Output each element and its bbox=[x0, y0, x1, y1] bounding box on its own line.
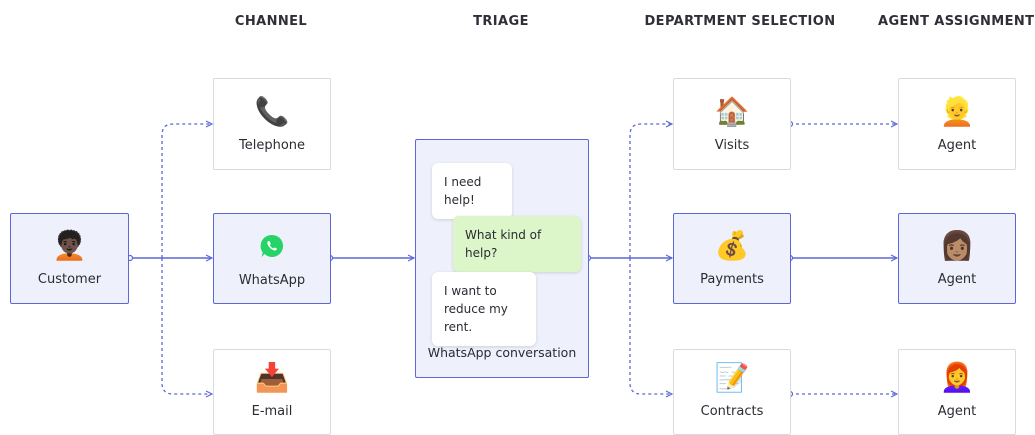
triage-conversation-node[interactable]: I need help! What kind of help? I want t… bbox=[415, 139, 589, 378]
column-header-channel: CHANNEL bbox=[234, 14, 308, 29]
channel-email-node[interactable]: 📥 E-mail bbox=[213, 349, 331, 435]
connector-customer-email bbox=[161, 258, 212, 394]
message-text: I want to reduce my rent. bbox=[444, 284, 508, 334]
whatsapp-icon bbox=[259, 229, 285, 263]
agent-label: Agent bbox=[937, 404, 977, 419]
email-icon: 📥 bbox=[254, 361, 290, 394]
house-icon: 🏠 bbox=[714, 94, 750, 128]
connector-customer-telephone bbox=[161, 124, 212, 258]
customer-label: Customer bbox=[37, 272, 102, 287]
column-header-triage: TRIAGE bbox=[473, 14, 529, 29]
telephone-icon: 📞 bbox=[254, 94, 290, 128]
department-payments-node[interactable]: 💰 Payments bbox=[673, 213, 791, 304]
department-visits-label: Visits bbox=[714, 137, 750, 153]
agent-label: Agent bbox=[937, 137, 977, 153]
channel-telephone-label: Telephone bbox=[238, 137, 306, 153]
column-header-agent: AGENT ASSIGNMENT bbox=[878, 14, 1035, 29]
column-header-department: DEPARTMENT SELECTION bbox=[644, 14, 836, 29]
channel-telephone-node[interactable]: 📞 Telephone bbox=[213, 78, 331, 170]
agent-node-middle[interactable]: 👩🏽 Agent bbox=[898, 213, 1016, 304]
channel-whatsapp-label: WhatsApp bbox=[238, 273, 306, 288]
channel-email-label: E-mail bbox=[251, 404, 293, 419]
contract-document-icon: 📝 bbox=[714, 361, 750, 394]
channel-whatsapp-node[interactable]: WhatsApp bbox=[213, 213, 331, 304]
customer-avatar-icon: 🧑🏿‍🦱 bbox=[52, 229, 87, 262]
message-bubble-customer: I need help! bbox=[432, 163, 512, 219]
agent-node-top[interactable]: 👱 Agent bbox=[898, 78, 1016, 170]
connector-triage-visits bbox=[629, 124, 672, 258]
message-bubble-customer: I want to reduce my rent. bbox=[432, 272, 536, 346]
customer-node[interactable]: 🧑🏿‍🦱 Customer bbox=[10, 213, 129, 304]
message-text: I need help! bbox=[444, 175, 482, 207]
money-bag-icon: 💰 bbox=[714, 229, 750, 262]
department-contracts-label: Contracts bbox=[700, 404, 764, 419]
message-bubble-company: What kind of help? bbox=[453, 216, 581, 272]
agent-avatar-icon: 👩🏽 bbox=[939, 229, 975, 262]
triage-title: WhatsApp conversation bbox=[427, 345, 577, 360]
agent-node-bottom[interactable]: 👩‍🦰 Agent bbox=[898, 349, 1016, 435]
department-contracts-node[interactable]: 📝 Contracts bbox=[673, 349, 791, 435]
agent-label: Agent bbox=[937, 272, 977, 287]
connector-triage-contracts bbox=[629, 258, 672, 394]
department-payments-label: Payments bbox=[700, 272, 764, 287]
department-visits-node[interactable]: 🏠 Visits bbox=[673, 78, 791, 170]
agent-avatar-icon: 👩‍🦰 bbox=[939, 361, 975, 394]
agent-avatar-icon: 👱 bbox=[939, 94, 975, 128]
message-text: What kind of help? bbox=[465, 228, 542, 260]
